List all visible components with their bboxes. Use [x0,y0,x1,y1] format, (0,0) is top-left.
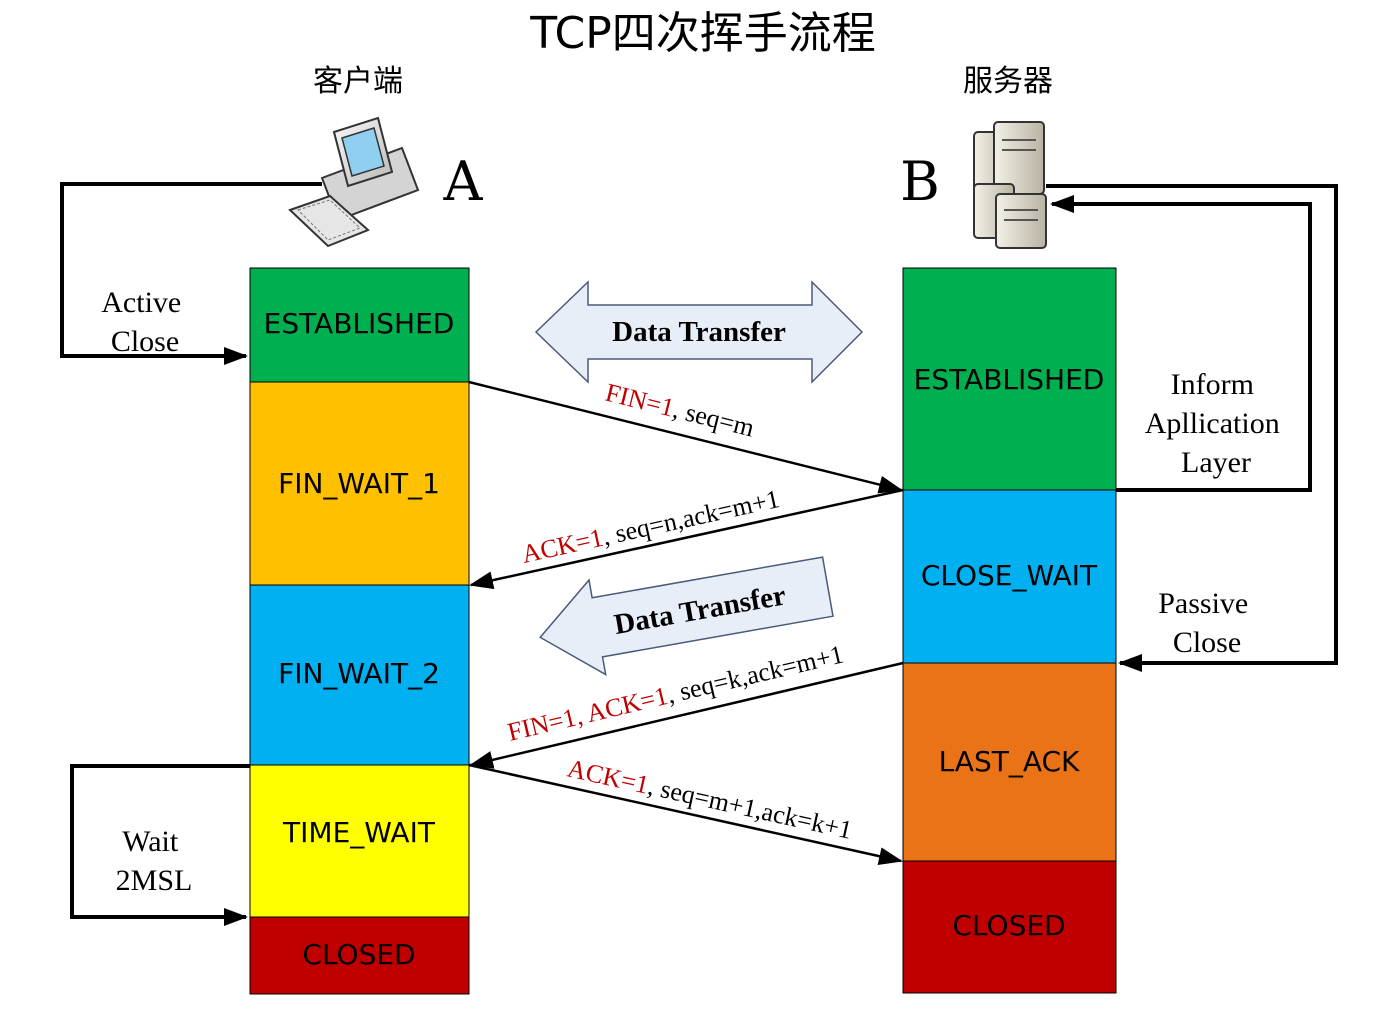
passive-close-label: Passive Close [1158,587,1256,659]
data-transfer-label: Data Transfer [612,316,786,348]
message-label-fin: FIN=1, seq=m [603,378,758,443]
message-arrow-ack [469,488,904,590]
client-host-letter: A [443,150,484,213]
server-rack-icon [973,121,1047,249]
wait-2msl-label: Wait 2MSL [116,825,193,897]
server-state-label: LAST_ACK [939,745,1080,778]
message-arrow-fin-ack [469,661,904,769]
client-state-established [249,267,470,383]
server-state-last-ack [902,662,1117,862]
client-state-time-wait [249,764,470,918]
page-title: TCP四次挥手流程 [529,8,876,59]
client-state-label: FIN_WAIT_2 [278,657,440,690]
active-close-label: Active Close [101,286,188,358]
message-arrow-final-ack [468,763,903,866]
message-arrow-fin [468,380,903,494]
server-label: 服务器 [963,64,1053,99]
inform-application-label: Inform Apllication Layer [1145,368,1287,479]
inform-application-connector [1050,195,1312,492]
wait-2msl-connector [70,764,250,926]
server-state-column: ESTABLISHED CLOSE_WAIT LAST_ACK CLOSED [902,267,1117,994]
server-state-close-wait [902,489,1117,664]
active-close-connector [60,182,322,365]
client-state-closed [249,916,470,995]
client-state-fin-wait-1 [249,381,470,586]
server-host-letter: B [900,150,940,213]
server-state-label: CLOSED [952,909,1065,942]
server-state-established [902,267,1117,491]
client-state-label: ESTABLISHED [264,307,455,340]
desktop-computer-icon [288,116,420,248]
passive-close-connector [1046,184,1338,672]
server-state-label: CLOSE_WAIT [921,559,1098,592]
client-state-column: ESTABLISHED FIN_WAIT_1 FIN_WAIT_2 TIME_W… [249,267,470,995]
data-transfer-double-arrow: Data Transfer [534,280,864,384]
client-state-label: FIN_WAIT_1 [278,467,440,500]
server-state-closed [902,860,1117,994]
server-state-label: ESTABLISHED [914,363,1105,396]
message-label-fin-ack: FIN=1, ACK=1, seq=k,ack=m+1 [505,639,847,746]
client-state-label: CLOSED [302,938,415,971]
client-state-label: TIME_WAIT [282,816,436,849]
client-label: 客户端 [313,64,403,99]
message-label-final-ack: ACK=1, seq=m+1,ack=k+1 [565,754,855,845]
